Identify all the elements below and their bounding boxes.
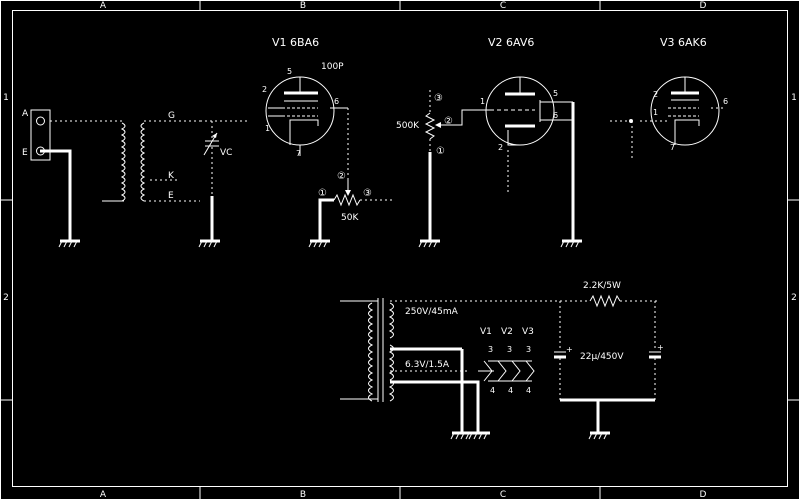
- antenna-label: A: [22, 109, 29, 119]
- heater-pin-bottom-v2: 4: [508, 386, 513, 395]
- heater-tube-v2: V2: [501, 327, 513, 337]
- b-plus-filter: 2.2K/5W + + 22μ/450V: [554, 281, 664, 441]
- heater-pin-bottom-v3: 4: [526, 386, 531, 395]
- vc-label: VC: [220, 148, 232, 158]
- v3-pin6: 6: [723, 97, 728, 106]
- heater-pin-top-v1: 3: [488, 345, 493, 354]
- row-label-left-1: 1: [3, 93, 9, 103]
- heater-tube-v1: V1: [480, 327, 492, 337]
- v1-pin5: 5: [287, 67, 292, 76]
- ground-symbol: [587, 431, 612, 441]
- coil-cathode-label: K: [168, 171, 175, 181]
- v2-pin6: 6: [553, 111, 558, 120]
- v1-pin1: 1: [265, 124, 270, 133]
- antenna-coil: G K E: [100, 111, 200, 202]
- ground-symbol: [467, 431, 492, 441]
- ground-symbol: [307, 239, 332, 249]
- v3-pin2: 2: [653, 90, 658, 99]
- ground-symbol: [449, 431, 474, 441]
- volume-pin2: ②: [444, 116, 453, 127]
- power-transformer: 250V/45mA 6.3V/1.5A: [340, 298, 560, 441]
- heater-connections: V1 V2 V3 3 3 3 4 4 4: [478, 327, 535, 395]
- col-label-bottom-b: B: [300, 490, 306, 500]
- frame-labels: A B C D A B C D 1 2 1 2: [3, 1, 797, 500]
- volume-pin3: ③: [434, 93, 443, 104]
- v2-title: V2 6AV6: [488, 36, 534, 49]
- v1-title: V1 6BA6: [272, 36, 319, 49]
- tube-v2: V2 6AV6 1 5 6 2: [480, 36, 584, 249]
- coil-grid-label: G: [168, 111, 175, 121]
- tone-pin3: ③: [363, 188, 372, 199]
- potentiometer-500k: 500K ③ ② ①: [396, 90, 490, 249]
- row-label-right-2: 2: [791, 293, 797, 303]
- volume-pin1: ①: [436, 146, 445, 157]
- cap2-plus: +: [657, 343, 664, 352]
- heater-pin-bottom-v1: 4: [490, 386, 495, 395]
- earth-label: E: [22, 148, 28, 158]
- v1-pin7: 7: [296, 149, 301, 158]
- col-label-top-a: A: [100, 1, 107, 11]
- heater-winding-label: 6.3V/1.5A: [405, 360, 450, 370]
- v1-pin2: 2: [262, 85, 267, 94]
- cap1-plus: +: [566, 345, 573, 354]
- hv-winding-label: 250V/45mA: [405, 307, 459, 317]
- col-label-top-c: C: [500, 1, 506, 11]
- tube-v1: V1 6BA6 100P 5 2 6 1 7: [262, 36, 349, 180]
- v2-pin2: 2: [498, 143, 503, 152]
- tone-pin2: ②: [337, 171, 346, 182]
- row-label-left-2: 2: [3, 293, 9, 303]
- v1-coupling-cap-label: 100P: [321, 62, 344, 72]
- variable-capacitor-vc: VC: [197, 120, 248, 249]
- tube-v3: V3 6AK6 2 1 6 7: [610, 36, 728, 160]
- ground-symbol: [417, 239, 442, 249]
- volume-value-label: 500K: [396, 121, 420, 131]
- v2-pin1: 1: [480, 97, 485, 106]
- heater-pin-top-v3: 3: [526, 345, 531, 354]
- v3-pin7: 7: [670, 143, 675, 152]
- col-label-bottom-d: D: [700, 490, 707, 500]
- v3-title: V3 6AK6: [660, 36, 707, 49]
- col-label-bottom-a: A: [100, 490, 107, 500]
- ground-symbol: [559, 239, 584, 249]
- tone-pin1: ①: [318, 188, 327, 199]
- v1-pin6: 6: [334, 97, 339, 106]
- input-terminal-block: A E: [22, 109, 100, 249]
- tone-value-label: 50K: [341, 213, 359, 223]
- heater-pin-top-v2: 3: [507, 345, 512, 354]
- col-label-bottom-c: C: [500, 490, 506, 500]
- col-label-top-b: B: [300, 1, 306, 11]
- ground-symbol: [57, 239, 82, 249]
- row-label-right-1: 1: [791, 93, 797, 103]
- col-label-top-d: D: [700, 1, 707, 11]
- coil-earth-label: E: [168, 191, 174, 201]
- ground-symbol: [197, 239, 222, 249]
- potentiometer-50k: 50K ① ② ③: [307, 171, 392, 249]
- v3-pin1: 1: [653, 108, 658, 117]
- heater-tube-v3: V3: [522, 327, 534, 337]
- v2-pin5: 5: [553, 89, 558, 98]
- resistor-label: 2.2K/5W: [583, 281, 621, 291]
- capacitor-label: 22μ/450V: [580, 352, 624, 362]
